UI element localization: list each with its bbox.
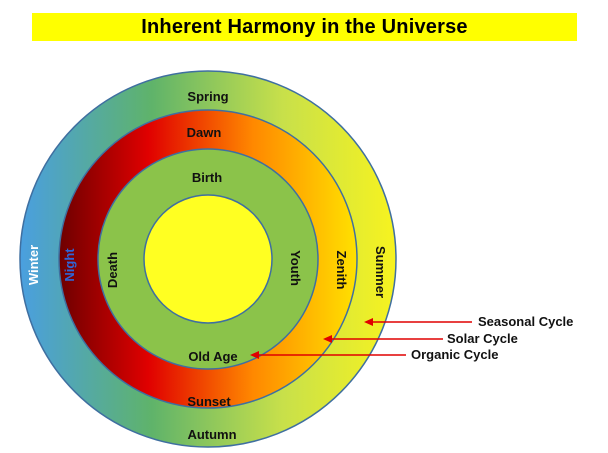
solar-cycle-label: Solar Cycle — [447, 331, 518, 346]
seasonal-cycle-label: Seasonal Cycle — [478, 314, 573, 329]
organic-label-death: Death — [105, 252, 120, 288]
solar-label-zenith: Zenith — [334, 251, 349, 290]
seasonal-label-spring: Spring — [187, 89, 228, 104]
organic-cycle-label: Organic Cycle — [411, 347, 498, 362]
solar-label-night: Night — [62, 248, 77, 282]
organic-label-birth: Birth — [192, 170, 222, 185]
organic-label-old-age: Old Age — [188, 349, 237, 364]
seasonal-label-autumn: Autumn — [187, 427, 236, 442]
solar-label-sunset: Sunset — [187, 394, 231, 409]
title-banner: Inherent Harmony in the Universe — [32, 13, 577, 41]
seasonal-label-winter: Winter — [26, 245, 41, 285]
core-circle — [143, 194, 273, 324]
organic-label-youth: Youth — [288, 250, 303, 286]
diagram-title: Inherent Harmony in the Universe — [141, 15, 468, 38]
seasonal-cycle-arrowhead — [364, 318, 373, 326]
solar-cycle-arrowhead — [323, 335, 332, 343]
seasonal-label-summer: Summer — [373, 246, 388, 298]
solar-label-dawn: Dawn — [187, 125, 222, 140]
organic-cycle-arrowhead — [250, 351, 259, 359]
